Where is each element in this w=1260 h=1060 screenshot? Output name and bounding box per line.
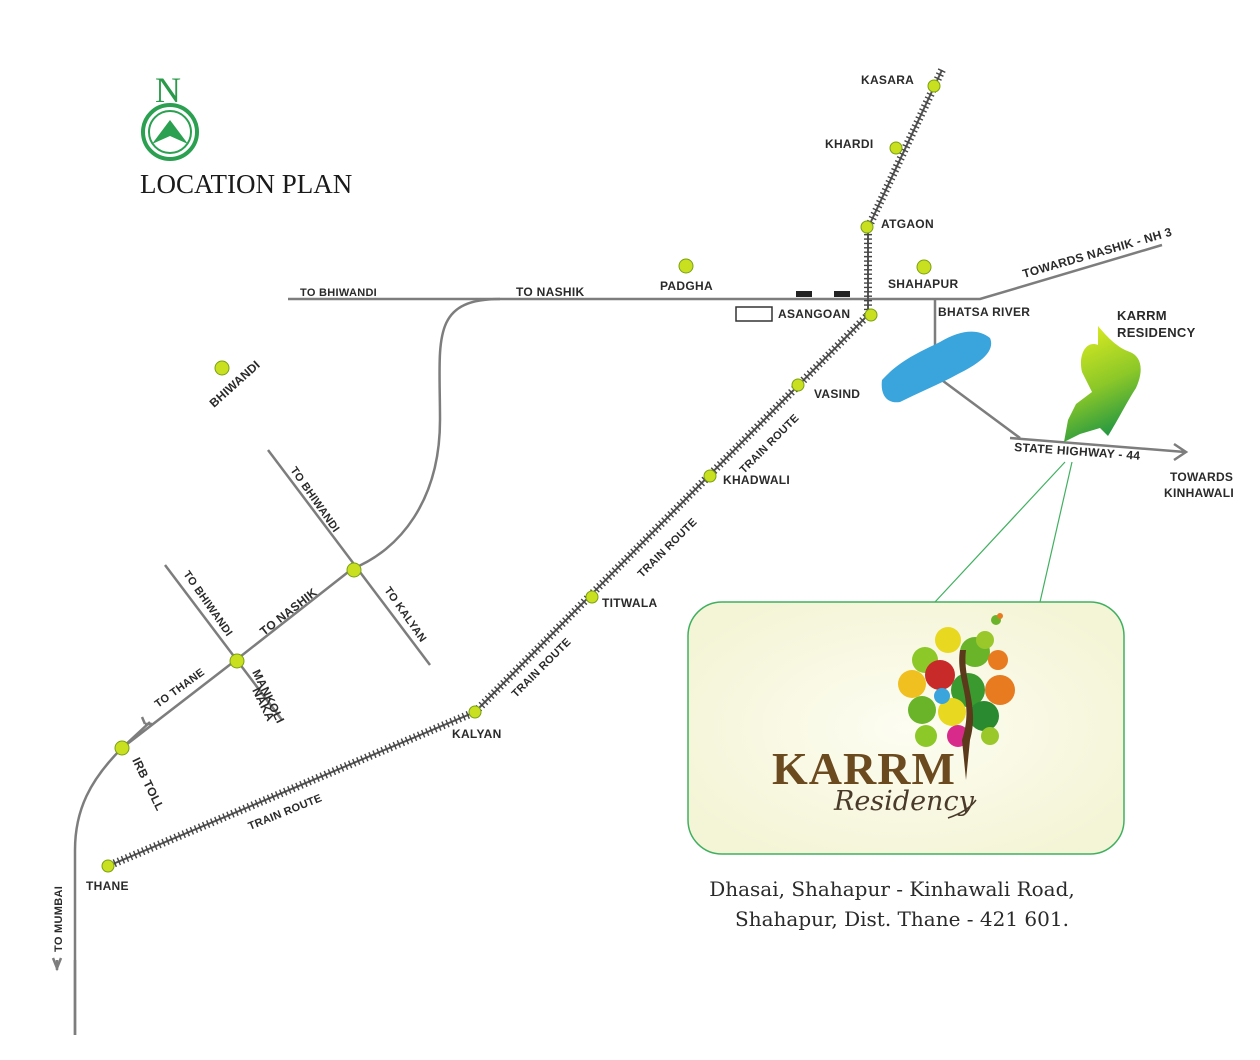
station-dot	[468, 705, 482, 719]
road-label-to-bhiwandi: TO BHIWANDI	[300, 287, 377, 299]
place-label-irb-toll: IRB TOLL	[129, 755, 167, 813]
place-label-shahapur: SHAHAPUR	[888, 277, 958, 291]
bhatsa-river	[881, 331, 992, 403]
place-dot	[916, 259, 932, 275]
train-route-label: TRAIN ROUTE	[636, 516, 700, 580]
station-label-titwala: TITWALA	[602, 596, 657, 610]
logo-brand: KARRM	[772, 743, 956, 794]
road-label-to-kalyan: TO KALYAN	[382, 585, 429, 645]
station-label-khadwali: KHADWALI	[723, 473, 790, 487]
river-label: BHATSA RIVER	[938, 305, 1030, 319]
station-dot	[791, 378, 805, 392]
station-label-thane: THANE	[86, 879, 129, 893]
station-label-kalyan: KALYAN	[452, 727, 502, 741]
road-label-towards-nashik: TOWARDS NASHIK - NH 3	[1021, 225, 1174, 281]
station-label-kasara: KASARA	[861, 73, 914, 87]
station-label-asangoan: ASANGOAN	[778, 307, 850, 321]
station-label-atgaon: ATGAON	[881, 217, 934, 231]
road-label-kinhawali: KINHAWALI	[1164, 486, 1234, 500]
karrm-site-shape	[1064, 326, 1141, 442]
station-dot	[927, 79, 941, 93]
callout-connector	[934, 461, 1073, 603]
site-label-residency: RESIDENCY	[1117, 325, 1196, 340]
road-label-to-nashik: TO NASHIK	[516, 285, 585, 299]
station-dot	[864, 308, 878, 322]
place-dot	[214, 360, 230, 376]
station-dot	[860, 220, 874, 234]
place-label-padgha: PADGHA	[660, 279, 713, 293]
junction-dot	[229, 653, 245, 669]
road-marker	[834, 291, 850, 297]
logo-subtitle: Residency	[833, 786, 975, 817]
logo-flourish	[947, 799, 977, 819]
karrm-tree-logo	[898, 613, 1015, 780]
station-label-vasind: VASIND	[814, 387, 860, 401]
station-dot	[703, 469, 717, 483]
address-line-1: Dhasai, Shahapur - Kinhawali Road,	[709, 877, 1075, 901]
junction-dot	[114, 740, 130, 756]
station-label-khardi: KHARDI	[825, 137, 873, 151]
train-route-label: TRAIN ROUTE	[247, 792, 324, 833]
road-marker	[796, 291, 812, 297]
page-title: LOCATION PLAN	[140, 169, 352, 199]
north-arrow-icon: N	[141, 70, 199, 161]
road-label-state-highway: STATE HIGHWAY - 44	[1014, 440, 1141, 463]
road-label-to-mumbai: TO MUMBAI	[53, 886, 65, 952]
train-route-label: TRAIN ROUTE	[738, 412, 802, 476]
junction-dot	[346, 562, 362, 578]
station-dot	[889, 141, 903, 155]
road-label-towards: TOWARDS	[1170, 470, 1233, 484]
road-label-to-nashik-mid: TO NASHIK	[257, 585, 320, 638]
site-label-karrm: KARRM	[1117, 308, 1167, 323]
road-label-to-bhiwandi-low: TO BHIWANDI	[181, 569, 235, 639]
place-dot	[678, 258, 694, 274]
station-dot	[101, 859, 115, 873]
road-label-to-bhiwandi-mid: TO BHIWANDI	[288, 465, 342, 535]
project-callout: KARRM Residency	[687, 601, 1125, 855]
station-box	[735, 306, 773, 322]
address-line-2: Shahapur, Dist. Thane - 421 601.	[735, 907, 1069, 931]
station-markers	[101, 79, 941, 873]
station-dot	[585, 590, 599, 604]
